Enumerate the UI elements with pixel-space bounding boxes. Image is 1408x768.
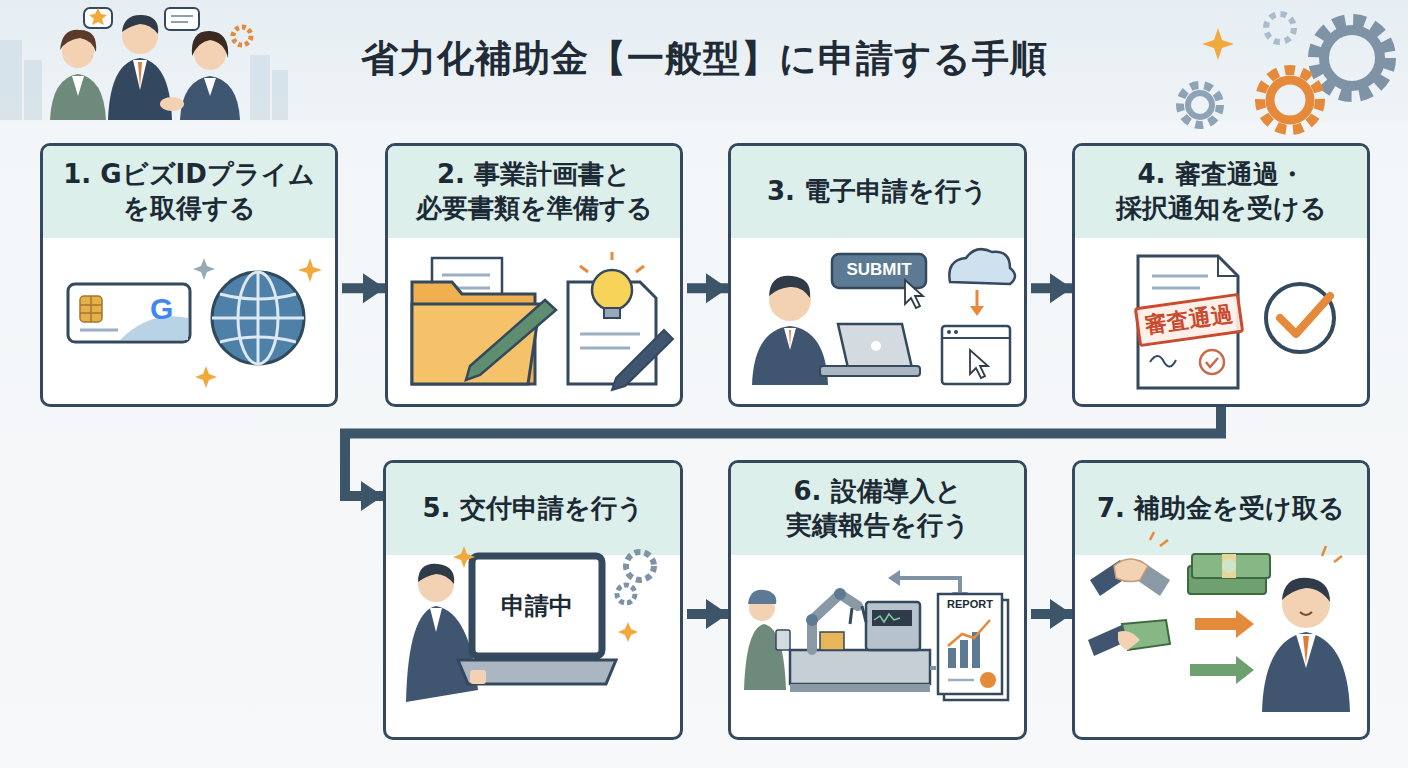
people-illustration [50, 8, 251, 120]
diagram-title: 省力化補助金【一般型】に申請する手順 [0, 34, 1408, 84]
step-title: 1. GビズIDプライム を取得する [53, 158, 325, 226]
screen-text: 申請中 [482, 590, 592, 622]
step-header: 4. 審査通過・ 採択通知を受ける [1075, 146, 1367, 238]
step-header: 2. 事業計画書と 必要書類を準備する [388, 146, 680, 238]
step-title: 3. 電子申請を行う [767, 175, 988, 209]
gears-illustration [1180, 14, 1390, 130]
flow-arrow [687, 609, 728, 619]
step-box: 2. 事業計画書と 必要書類を準備する [385, 143, 683, 407]
flow-arrow [1031, 609, 1072, 619]
step-title: 7. 補助金を受け取る [1097, 492, 1345, 526]
step-header: 1. GビズIDプライム を取得する [43, 146, 335, 238]
button-label: SUBMIT [838, 260, 920, 280]
step-title: 4. 審査通過・ 採択通知を受ける [1085, 158, 1357, 226]
step-box: 7. 補助金を受け取る [1072, 460, 1370, 740]
step-header: 3. 電子申請を行う [731, 146, 1024, 238]
step-box: 4. 審査通過・ 採択通知を受ける [1072, 143, 1370, 407]
flow-arrow [1031, 283, 1072, 293]
step-title: 5. 交付申請を行う [422, 492, 643, 526]
step-title: 2. 事業計画書と 必要書類を準備する [398, 158, 670, 226]
report-label: REPORT [940, 598, 1000, 610]
step-header: 6. 設備導入と 実績報告を行う [731, 463, 1024, 555]
step-header: 5. 交付申請を行う [386, 463, 680, 555]
flow-arrow [687, 283, 728, 293]
flow-arrow [342, 283, 385, 293]
step-header: 7. 補助金を受け取る [1075, 463, 1367, 555]
step-box: 1. GビズIDプライム を取得する [40, 143, 338, 407]
logo-letter: G [150, 292, 173, 326]
step-title: 6. 設備導入と 実績報告を行う [741, 475, 1014, 543]
